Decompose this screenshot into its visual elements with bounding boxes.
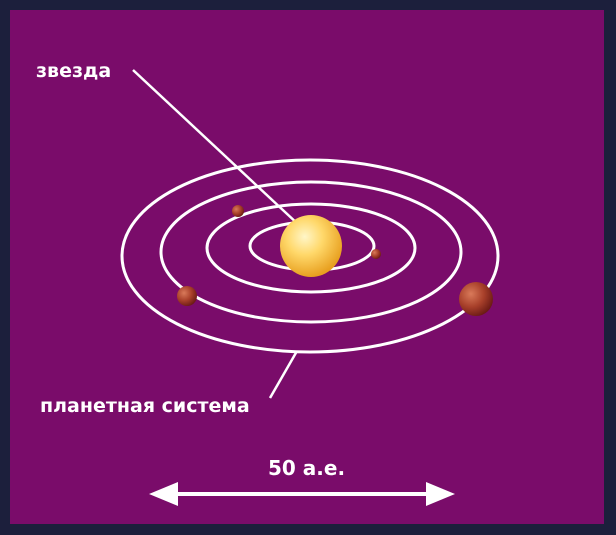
planet-medium-left	[177, 286, 197, 306]
orbit-2	[205, 202, 417, 294]
planetary-system-label: планетная система	[40, 395, 250, 417]
orbit-3	[159, 180, 463, 324]
planet-small-upper	[232, 205, 244, 217]
scale-label: 50 а.е.	[268, 456, 346, 480]
arrowhead-right	[426, 482, 455, 506]
planet-small-inner	[371, 249, 381, 259]
scale-arrow	[149, 482, 455, 506]
star	[280, 215, 342, 277]
star-label: звезда	[36, 60, 112, 82]
star-pointer-line	[132, 69, 301, 227]
orbit-4	[120, 158, 500, 354]
system-pointer-line	[268, 350, 299, 399]
arrowhead-left	[149, 482, 178, 506]
planet-large-right	[459, 282, 493, 316]
